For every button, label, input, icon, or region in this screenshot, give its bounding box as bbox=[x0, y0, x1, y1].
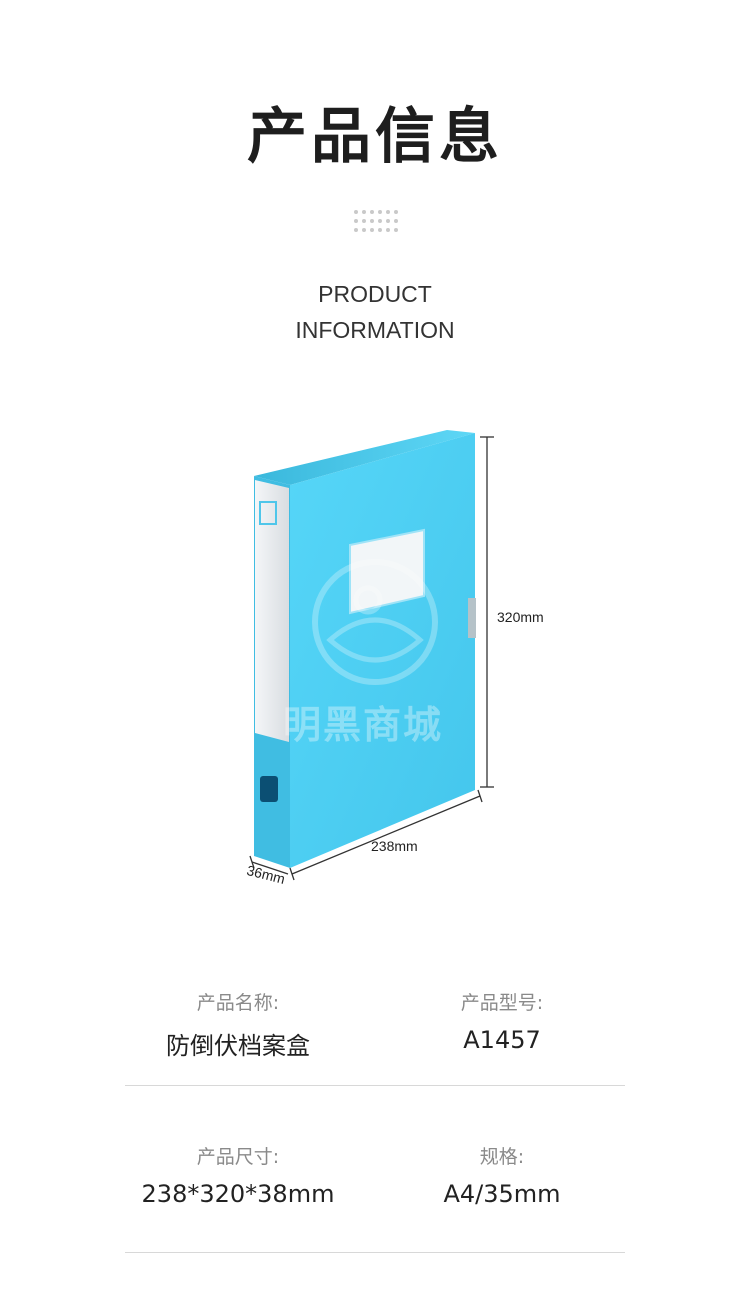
spine-label-window bbox=[259, 501, 277, 525]
spine-label-panel bbox=[255, 480, 289, 742]
file-box-illustration bbox=[249, 430, 494, 881]
product-name-label: 产品名称: bbox=[196, 992, 280, 1014]
side-clip bbox=[468, 598, 476, 638]
spine-thumb-hole bbox=[260, 776, 278, 802]
divider bbox=[125, 1085, 625, 1086]
divider bbox=[125, 1252, 625, 1253]
watermark-logo-icon bbox=[312, 559, 438, 685]
product-size-value: 238*320*38mm bbox=[141, 1180, 335, 1208]
product-name-value: 防倒伏档案盒 bbox=[166, 1032, 310, 1060]
box-front-face bbox=[290, 433, 475, 868]
decorative-dots-icon bbox=[354, 210, 398, 232]
dimension-height-label: 320mm bbox=[497, 609, 544, 625]
product-spec-label: 规格: bbox=[479, 1146, 525, 1168]
front-label-window bbox=[349, 528, 425, 615]
page-title: 产品信息 bbox=[247, 102, 503, 172]
english-title-line-1: PRODUCT bbox=[318, 281, 432, 307]
product-model-label: 产品型号: bbox=[460, 992, 544, 1014]
dimension-width-label: 238mm bbox=[371, 838, 418, 854]
watermark-text: 明黑商城 bbox=[283, 703, 444, 747]
product-spec-value: A4/35mm bbox=[443, 1180, 561, 1208]
box-top-face bbox=[254, 430, 475, 485]
product-model-value: A1457 bbox=[463, 1026, 541, 1054]
english-title-line-2: INFORMATION bbox=[295, 317, 455, 343]
product-size-label: 产品尺寸: bbox=[196, 1146, 280, 1168]
